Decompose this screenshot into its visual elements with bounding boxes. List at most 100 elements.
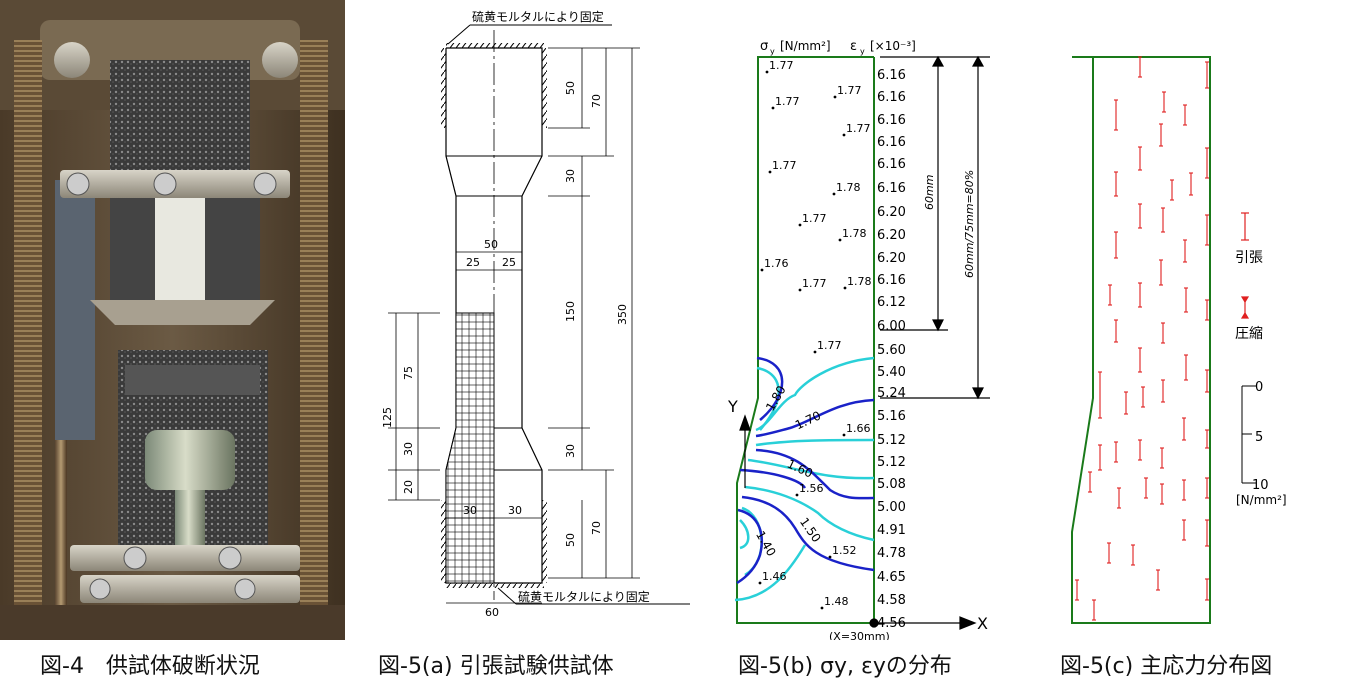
principal-stress-arrow bbox=[1131, 544, 1135, 566]
caption-fig5c: 図-5(c) 主応力分布図 bbox=[1060, 654, 1273, 679]
header-sigma-sub: y bbox=[770, 47, 775, 56]
dim-ratio: 60mm/75mm=80% bbox=[963, 170, 976, 278]
strain-value: 4.58 bbox=[877, 593, 906, 608]
strain-value: 4.78 bbox=[877, 546, 906, 561]
strain-value: 5.60 bbox=[877, 343, 906, 358]
stress-label: 1.77 bbox=[772, 159, 797, 172]
principal-stress-arrow bbox=[1205, 299, 1209, 321]
stress-label: 1.77 bbox=[846, 122, 871, 135]
dim-50-top: 50 bbox=[564, 81, 577, 95]
contour-label-150: 1.50 bbox=[797, 515, 824, 545]
principal-stress-arrow bbox=[1098, 444, 1102, 471]
strain-value: 5.16 bbox=[877, 409, 906, 424]
strain-value: 4.65 bbox=[877, 570, 906, 585]
stress-point bbox=[820, 606, 824, 610]
stress-point bbox=[798, 288, 802, 292]
stress-label: 1.66 bbox=[846, 422, 871, 435]
principal-stress-arrow bbox=[1141, 386, 1145, 408]
principal-stress-arrow bbox=[1098, 371, 1102, 419]
principal-stress-arrow bbox=[1205, 147, 1209, 179]
distribution-figure: σ y [N/mm²] ε y [×10⁻³] 1.80 bbox=[715, 0, 1015, 643]
tension-legend-icon bbox=[1241, 212, 1249, 241]
contours-dark bbox=[736, 356, 875, 585]
specimen-drawing-svg: 硫黄モルタルにより固定 bbox=[381, 9, 690, 619]
legend-tension: 引張 bbox=[1235, 250, 1263, 266]
compression-legend-icon bbox=[1240, 296, 1250, 319]
dim-70-top: 70 bbox=[590, 94, 603, 108]
principal-stress-arrow bbox=[1138, 439, 1142, 461]
principal-stress-arrow bbox=[1114, 319, 1118, 343]
stress-point bbox=[765, 70, 769, 74]
principal-stress-arrow bbox=[1205, 214, 1209, 246]
dim-30-a: 30 bbox=[564, 169, 577, 183]
principal-stress-arrow bbox=[1182, 417, 1186, 441]
scale-10: 10 bbox=[1252, 478, 1269, 493]
photo-drawing bbox=[0, 0, 345, 640]
stress-point bbox=[795, 493, 799, 497]
caption-fig4: 図-4 供試体破断状況 bbox=[40, 654, 260, 679]
caption-fig5a: 図-5(a) 引張試験供試体 bbox=[378, 654, 614, 679]
principal-stress-arrow bbox=[1144, 477, 1148, 499]
stress-point bbox=[838, 238, 842, 242]
principal-stress-arrow bbox=[1138, 56, 1142, 78]
stress-point bbox=[760, 268, 764, 272]
stress-point bbox=[832, 192, 836, 196]
stress-label: 1.78 bbox=[836, 181, 861, 194]
scale-0: 0 bbox=[1255, 380, 1263, 395]
stress-label: 1.77 bbox=[775, 95, 800, 108]
principal-stress-arrow bbox=[1184, 287, 1188, 313]
dim-width-30-left: 30 bbox=[463, 504, 477, 517]
stress-point bbox=[771, 106, 775, 110]
principal-stress-arrow bbox=[1107, 542, 1111, 564]
specimen-photo bbox=[0, 0, 345, 640]
stress-labels: 1.771.771.771.771.771.781.771.781.761.77… bbox=[758, 59, 872, 610]
principal-stress-arrow bbox=[1183, 104, 1187, 126]
principal-stress-arrow bbox=[1138, 146, 1142, 171]
principal-stress-arrow bbox=[1138, 347, 1142, 373]
axis-x-label: X bbox=[977, 614, 988, 633]
principal-stress-arrow bbox=[1114, 99, 1118, 131]
stress-point bbox=[798, 223, 802, 227]
dim-width-60: 60 bbox=[485, 606, 499, 619]
strain-value: 5.00 bbox=[877, 500, 906, 515]
caption-fig5b: 図-5(b) σy, εyの分布 bbox=[738, 654, 952, 679]
principal-stress-arrow bbox=[1117, 487, 1121, 509]
strain-value: 6.16 bbox=[877, 113, 906, 128]
principal-stress-arrow bbox=[1092, 599, 1096, 621]
strain-value: 6.16 bbox=[877, 135, 906, 150]
principal-stress-arrow bbox=[1189, 172, 1193, 196]
header-sigma-unit: [N/mm²] bbox=[780, 39, 831, 53]
principal-stress-arrow bbox=[1184, 354, 1188, 381]
stress-point bbox=[833, 95, 837, 99]
header-eps-unit: [×10⁻³] bbox=[870, 39, 916, 53]
principal-stress-arrow bbox=[1182, 479, 1186, 501]
principal-stress-arrow bbox=[1159, 123, 1163, 147]
principal-stress-arrow bbox=[1108, 284, 1112, 306]
strain-value: 5.08 bbox=[877, 477, 906, 492]
stress-label: 1.46 bbox=[762, 570, 787, 583]
principal-stress-arrow bbox=[1205, 369, 1209, 393]
principal-stress-arrow bbox=[1205, 519, 1209, 547]
dim-350: 350 bbox=[616, 304, 629, 325]
principal-stress-arrow bbox=[1170, 179, 1174, 201]
principal-stress-arrow bbox=[1183, 239, 1187, 263]
contour-label-170: 1.70 bbox=[793, 408, 823, 432]
axis-y-label: Y bbox=[727, 397, 738, 416]
dim-75: 75 bbox=[402, 366, 415, 380]
stress-label: 1.76 bbox=[764, 257, 789, 270]
principal-stress-arrow bbox=[1138, 282, 1142, 308]
dim-width-50: 50 bbox=[484, 238, 498, 251]
dim-30-c: 30 bbox=[402, 442, 415, 456]
principal-stress-arrow bbox=[1161, 207, 1165, 233]
strain-value: 6.00 bbox=[877, 319, 906, 334]
strain-value: 6.16 bbox=[877, 181, 906, 196]
stress-label: 1.77 bbox=[802, 212, 827, 225]
legend-compression: 圧縮 bbox=[1235, 326, 1263, 342]
strain-value: 6.16 bbox=[877, 157, 906, 172]
note-top: 硫黄モルタルにより固定 bbox=[472, 9, 604, 24]
dim-20: 20 bbox=[402, 480, 415, 494]
principal-stress-svg: 引張 圧縮 0 5 10 [N/mm²] bbox=[1071, 56, 1287, 624]
dim-60mm: 60mm bbox=[923, 175, 936, 210]
principal-stress-arrow bbox=[1075, 579, 1079, 601]
principal-stress-arrow bbox=[1124, 391, 1128, 415]
